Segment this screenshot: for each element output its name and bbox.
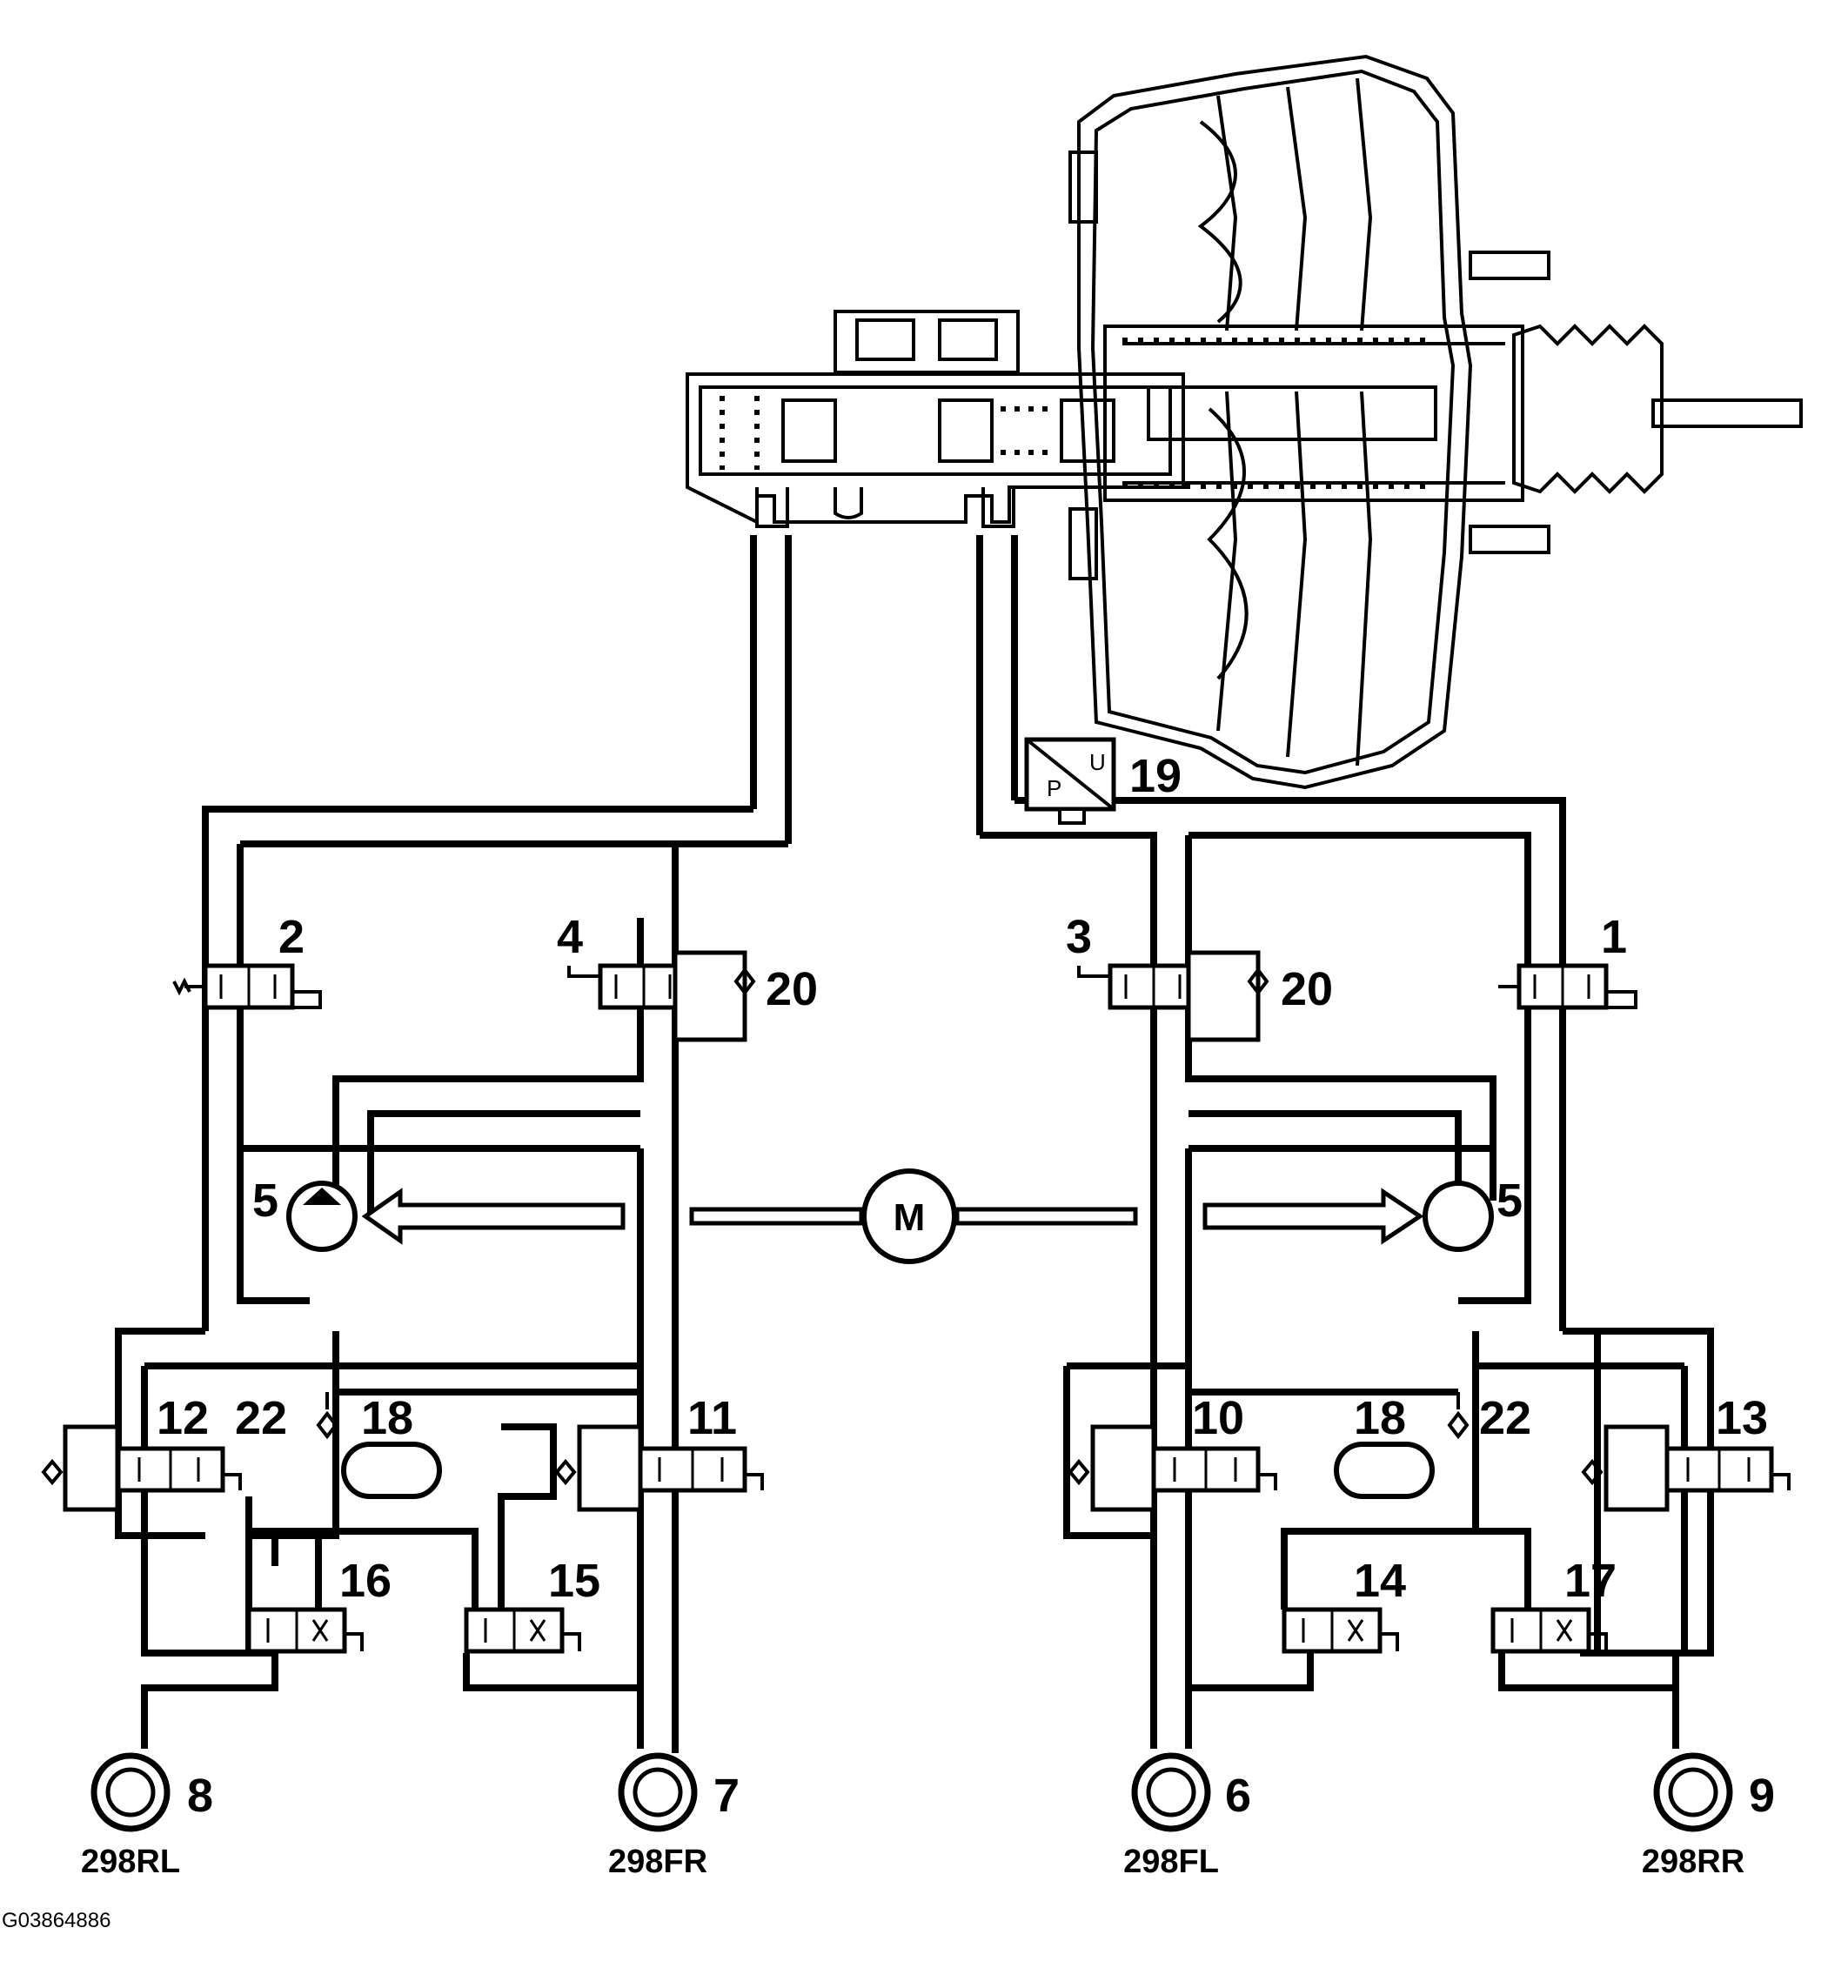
valve-1 xyxy=(1498,963,1637,1010)
accumulator-18-right xyxy=(1334,1442,1435,1499)
label-3: 3 xyxy=(1066,911,1092,963)
motor-label: M xyxy=(894,1196,926,1239)
check-valve-20-right xyxy=(1186,950,1269,1042)
check-valve-20-left xyxy=(673,950,756,1042)
valve-2 xyxy=(172,963,322,1010)
wheel-label-rl: 298RL xyxy=(81,1844,180,1880)
label-20-right: 20 xyxy=(1281,963,1333,1015)
pressure-sensor-icon: P U xyxy=(1024,737,1116,825)
figure-id: G03864886 xyxy=(2,1909,110,1932)
label-22-right: 22 xyxy=(1479,1392,1531,1444)
label-16: 16 xyxy=(339,1555,392,1607)
brake-caliper-icon xyxy=(1653,1752,1733,1832)
label-18-right: 18 xyxy=(1354,1392,1406,1444)
label-4: 4 xyxy=(557,911,583,963)
label-5-right: 5 xyxy=(1496,1175,1523,1227)
valve-14 xyxy=(1282,1607,1399,1654)
label-2: 2 xyxy=(278,911,305,963)
label-14: 14 xyxy=(1354,1555,1406,1607)
master-cylinder-icon xyxy=(686,310,1185,528)
label-13: 13 xyxy=(1716,1392,1768,1444)
label-10: 10 xyxy=(1192,1392,1244,1444)
label-9: 9 xyxy=(1749,1770,1775,1822)
label-8: 8 xyxy=(187,1770,213,1822)
label-11: 11 xyxy=(687,1392,737,1444)
valve-12 xyxy=(41,1424,242,1512)
valve-15 xyxy=(464,1607,581,1654)
label-5-left: 5 xyxy=(252,1175,278,1227)
sensor-p-label: P xyxy=(1047,775,1061,801)
label-1: 1 xyxy=(1601,911,1627,963)
pump-left-arrow xyxy=(361,1188,626,1245)
label-19: 19 xyxy=(1129,750,1182,802)
label-7: 7 xyxy=(713,1770,740,1822)
motor-icon: M xyxy=(689,1168,1138,1264)
brake-caliper-icon xyxy=(618,1752,698,1832)
label-12: 12 xyxy=(157,1392,209,1444)
valve-11 xyxy=(554,1424,764,1512)
label-15: 15 xyxy=(548,1555,600,1607)
sensor-u-label: U xyxy=(1089,749,1106,775)
valve-3 xyxy=(1077,963,1215,1010)
brake-caliper-icon xyxy=(1131,1752,1211,1832)
accumulator-18-left xyxy=(341,1442,442,1499)
pump-right-arrow xyxy=(1202,1188,1424,1245)
check-valve-22-right xyxy=(1447,1392,1470,1440)
brake-caliper-icon xyxy=(90,1752,171,1832)
pump-icon xyxy=(286,1181,358,1252)
valve-10 xyxy=(1068,1424,1277,1512)
pump-icon xyxy=(1423,1181,1494,1252)
valve-16 xyxy=(246,1607,364,1654)
brake-booster-icon xyxy=(1068,54,1803,790)
wheel-label-fr: 298FR xyxy=(608,1844,707,1880)
valve-13 xyxy=(1581,1424,1791,1512)
wheel-label-rr: 298RR xyxy=(1642,1844,1744,1880)
label-18-left: 18 xyxy=(361,1392,413,1444)
check-valve-22-left xyxy=(316,1392,338,1440)
label-22-left: 22 xyxy=(235,1392,287,1444)
label-20-left: 20 xyxy=(766,963,818,1015)
valve-17 xyxy=(1490,1607,1608,1654)
label-6: 6 xyxy=(1225,1770,1251,1822)
label-17: 17 xyxy=(1564,1555,1617,1607)
wheel-label-fl: 298FL xyxy=(1123,1844,1219,1880)
